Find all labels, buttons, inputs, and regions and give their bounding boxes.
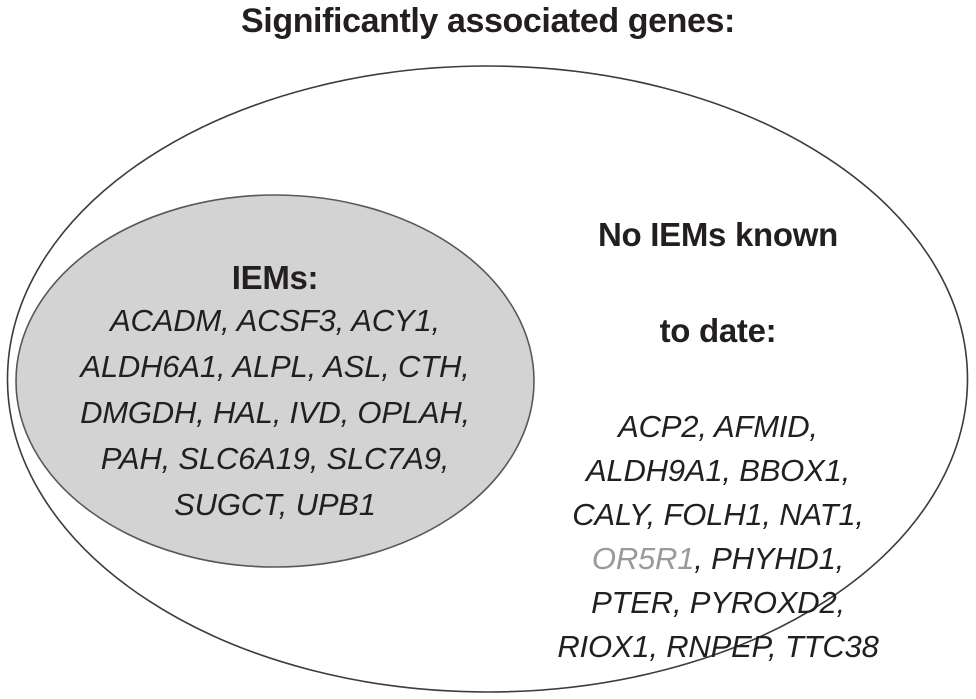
iems-gene-list: ACADM, ACSF3, ACY1, ALDH6A1, ALPL, ASL, …	[20, 298, 530, 528]
gene-line: CALY, FOLH1, NAT1,	[572, 497, 864, 532]
gene-line: SUGCT, UPB1	[174, 487, 376, 522]
iems-heading: IEMs:	[231, 259, 319, 296]
gene-line: ALDH9A1, BBOX1,	[585, 453, 851, 488]
page-title: Significantly associated genes:	[241, 2, 735, 40]
gene-line-remainder: , PHYHD1,	[694, 541, 845, 576]
no-iems-gene-list: ACP2, AFMID, ALDH9A1, BBOX1, CALY, FOLH1…	[512, 405, 924, 669]
no-iems-heading-line2: to date:	[659, 312, 777, 349]
gene-or5r1-muted: OR5R1	[591, 541, 695, 576]
no-iems-heading: No IEMs known to date:	[512, 163, 924, 403]
iems-group: IEMs: ACADM, ACSF3, ACY1, ALDH6A1, ALPL,…	[20, 258, 530, 528]
no-iems-heading-line1: No IEMs known	[598, 216, 838, 253]
gene-line: DMGDH, HAL, IVD, OPLAH,	[80, 395, 470, 430]
gene-line: ACADM, ACSF3, ACY1,	[110, 303, 440, 338]
gene-line: ALDH6A1, ALPL, ASL, CTH,	[80, 349, 470, 384]
gene-line: PAH, SLC6A19, SLC7A9,	[100, 441, 450, 476]
inner-ellipse-iems	[15, 194, 535, 568]
no-iems-group: No IEMs known to date: ACP2, AFMID, ALDH…	[512, 163, 924, 669]
gene-line: RIOX1, RNPEP, TTC38	[557, 629, 879, 664]
gene-line: ACP2, AFMID,	[618, 409, 818, 444]
gene-line: PTER, PYROXD2,	[591, 585, 845, 620]
gene-line-with-muted-gene: OR5R1, PHYHD1,	[512, 537, 924, 581]
